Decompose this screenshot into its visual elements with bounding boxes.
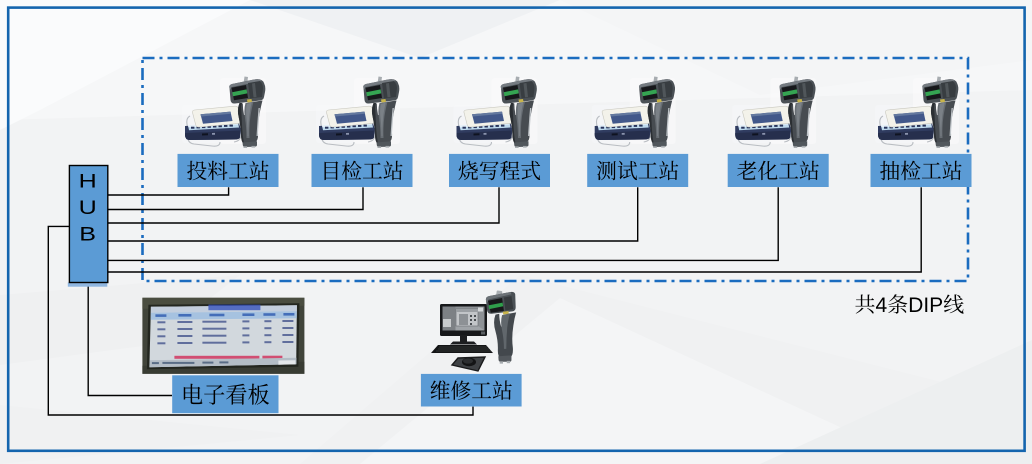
svg-text:U: U bbox=[79, 197, 97, 218]
svg-text:H: H bbox=[79, 170, 97, 191]
svg-text:B: B bbox=[79, 223, 96, 244]
